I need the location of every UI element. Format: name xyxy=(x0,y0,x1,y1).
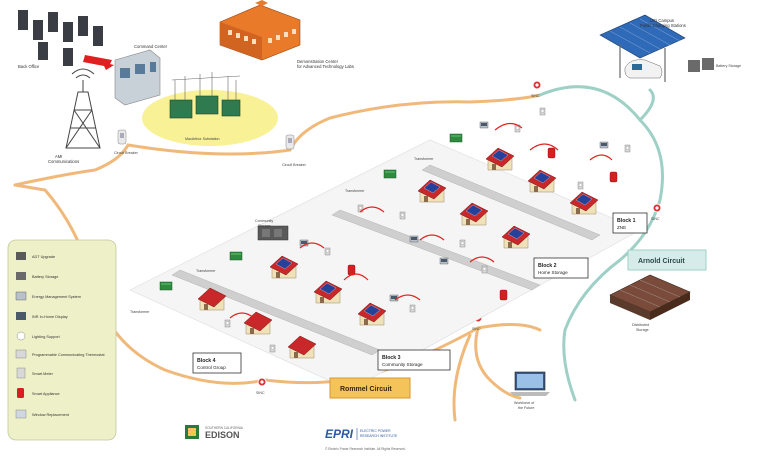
demo-center-label-2: for Advanced Technology Labs xyxy=(297,64,354,69)
distributed-storage xyxy=(609,274,691,320)
transformer-label-4: Transformer xyxy=(130,310,150,314)
svg-text:Rommel Circuit: Rommel Circuit xyxy=(340,386,392,393)
substation-label: MacArthur Substation xyxy=(185,137,220,141)
transformer-label-2: Transformer xyxy=(345,189,365,193)
svg-text:INR In-Home Display: INR In-Home Display xyxy=(32,315,68,319)
svg-text:EDISON: EDISON xyxy=(205,430,240,440)
ami-tower xyxy=(65,68,101,149)
arnold-circuit-box: Arnold Circuit xyxy=(627,249,707,271)
transformer-box-4 xyxy=(159,281,173,291)
workforce-label-1: Workforce of xyxy=(514,401,534,405)
transformer-box-2 xyxy=(383,169,397,179)
legend-icons xyxy=(15,252,27,419)
svg-text:ADT Upgrade: ADT Upgrade xyxy=(32,255,55,259)
ami-label-2: Communications xyxy=(48,159,79,164)
back-office-label: Back Office xyxy=(18,64,40,69)
svg-text:ZNE: ZNE xyxy=(617,225,626,230)
svg-text:EPRI: EPRI xyxy=(325,427,354,441)
demonstration-center-building xyxy=(219,0,301,61)
svg-text:Block 2: Block 2 xyxy=(538,263,557,269)
community-storage-label-1: Community xyxy=(255,219,273,223)
svg-text:ELECTRIC POWER: ELECTRIC POWER xyxy=(360,429,391,433)
circuit-breaker-left xyxy=(117,129,127,145)
command-center-label: Command Center xyxy=(134,44,168,49)
svg-text:Community Storage: Community Storage xyxy=(382,362,423,367)
arnold-circuit-line xyxy=(538,85,664,402)
uci-label-2: Public Charging Stations xyxy=(640,23,686,28)
svg-text:SOUTHERN CALIFORNIA: SOUTHERN CALIFORNIA xyxy=(205,426,244,430)
back-office-servers xyxy=(18,10,103,66)
svg-text:Energy Management System: Energy Management System xyxy=(32,295,81,299)
svg-text:Home Storage: Home Storage xyxy=(538,270,568,275)
uci-battery-label: Battery Storage xyxy=(716,64,741,68)
svg-text:Block 1: Block 1 xyxy=(617,218,636,224)
transformer-label-3: Transformer xyxy=(196,269,216,273)
sinc-label-1: SINC xyxy=(531,94,540,98)
uci-label-1: UCI Campus xyxy=(650,18,674,23)
distributed-storage-label-1: Distributed xyxy=(632,323,649,327)
legend-labels: ADT Upgrade Battery Storage Energy Manag… xyxy=(32,255,105,417)
svg-text:Battery Storage: Battery Storage xyxy=(32,275,58,279)
circuit-breaker-right-label: Circuit Breaker xyxy=(282,163,307,167)
svg-text:Block 3: Block 3 xyxy=(382,355,401,361)
workforce-laptop xyxy=(510,371,550,396)
block-1-label: Block 1 ZNE xyxy=(612,212,648,234)
sinc-label-2: SINC xyxy=(651,217,660,221)
transformer-box-3 xyxy=(229,251,243,261)
svg-text:Smart Appliance: Smart Appliance xyxy=(32,392,60,396)
circuit-breaker-right xyxy=(285,134,295,150)
community-storage-label-2: Storage xyxy=(258,224,271,228)
workforce-label-2: the Future xyxy=(518,406,534,410)
command-center xyxy=(114,49,161,106)
svg-text:Block 4: Block 4 xyxy=(197,358,216,364)
demo-center-label-1: Demonstration Center xyxy=(297,59,339,64)
sinc-label-4: SINC xyxy=(256,391,265,395)
macarthur-substation xyxy=(142,72,278,146)
legend-panel xyxy=(7,239,117,441)
streets xyxy=(171,164,601,356)
svg-text:Window Replacement: Window Replacement xyxy=(32,413,70,417)
copyright-text: © Electric Power Research Institute. All… xyxy=(325,447,406,451)
transformer-box-1 xyxy=(449,133,463,143)
svg-text:Control Group: Control Group xyxy=(197,365,226,370)
block-4-label: Block 4 Control Group xyxy=(192,352,242,374)
sinc-label-3: SINC xyxy=(472,327,481,331)
uci-battery-storage xyxy=(688,58,714,72)
distributed-storage-label-2: Storage xyxy=(636,328,649,332)
communication-arcs xyxy=(229,122,613,319)
uci-charging-station xyxy=(599,14,686,82)
community-storage xyxy=(257,225,289,241)
svg-text:Smart Meter: Smart Meter xyxy=(32,372,54,376)
svg-text:Lighting Support: Lighting Support xyxy=(32,335,61,339)
edison-logo: SOUTHERN CALIFORNIA EDISON xyxy=(185,425,244,440)
svg-text:Arnold Circuit: Arnold Circuit xyxy=(638,258,685,265)
svg-text:RESEARCH INSTITUTE: RESEARCH INSTITUTE xyxy=(360,434,398,438)
block-2-label: Block 2 Home Storage xyxy=(533,257,589,279)
rommel-circuit-box: Rommel Circuit xyxy=(329,377,411,399)
transformer-label-1: Transformer xyxy=(414,157,434,161)
circuit-breaker-left-label: Circuit Breaker xyxy=(114,151,139,155)
block-3-label: Block 3 Community Storage xyxy=(377,349,451,371)
epri-logo: EPRI ELECTRIC POWER RESEARCH INSTITUTE xyxy=(325,427,398,441)
ami-label-1: AMI xyxy=(55,154,62,159)
svg-text:Programmable Communicating The: Programmable Communicating Thermostat xyxy=(32,353,105,357)
